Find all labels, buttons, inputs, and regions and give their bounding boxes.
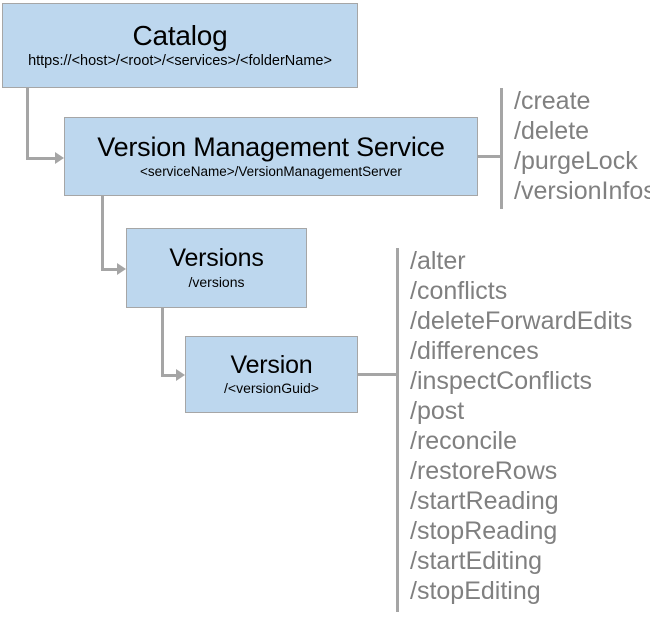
operation-item[interactable]: /create — [514, 87, 591, 115]
connector-segment-vertical — [26, 88, 29, 160]
arrowhead-icon — [55, 152, 64, 164]
node-version-management-service[interactable]: Version Management Service <serviceName>… — [64, 117, 478, 196]
arrowhead-icon — [176, 369, 185, 381]
operation-item[interactable]: /differences — [410, 337, 539, 365]
arrowhead-icon — [117, 263, 126, 275]
operations-bracket-line — [500, 88, 503, 209]
node-version-subtitle: /<versionGuid> — [224, 380, 319, 397]
node-versions-subtitle: /versions — [188, 273, 245, 290]
connector-segment-horizontal — [101, 268, 119, 271]
operation-item[interactable]: /stopEditing — [410, 577, 541, 605]
node-version[interactable]: Version /<versionGuid> — [185, 336, 358, 413]
connector-segment-vertical — [161, 308, 164, 377]
operation-item[interactable]: /startReading — [410, 487, 559, 515]
connector-segment-vertical — [101, 196, 104, 271]
node-version-management-service-subtitle: <serviceName>/VersionManagementServer — [140, 163, 402, 179]
operation-item[interactable]: /purgeLock — [514, 147, 638, 175]
operation-item[interactable]: /inspectConflicts — [410, 367, 593, 395]
operation-item[interactable]: /versionInfos — [514, 177, 650, 205]
operation-item[interactable]: /startEditing — [410, 547, 543, 575]
operations-list-version: /alter /conflicts /deleteForwardEdits /d… — [410, 246, 632, 606]
node-versions[interactable]: Versions /versions — [126, 228, 307, 308]
node-catalog-title: Catalog — [132, 20, 228, 52]
node-versions-title: Versions — [169, 244, 264, 273]
operation-item[interactable]: /stopReading — [410, 517, 558, 545]
connector-segment-horizontal — [161, 374, 178, 377]
operation-item[interactable]: /deleteForwardEdits — [410, 307, 633, 335]
operations-connector-stub-version — [357, 373, 398, 376]
connector-segment-horizontal — [26, 157, 57, 160]
operation-item[interactable]: /delete — [514, 117, 590, 145]
operations-list-version-management-service: /create /delete /purgeLock /versionInfos — [514, 86, 650, 206]
operation-item[interactable]: /alter — [410, 247, 466, 275]
operation-item[interactable]: /restoreRows — [410, 457, 558, 485]
node-version-management-service-title: Version Management Service — [97, 132, 445, 163]
operation-item[interactable]: /post — [410, 397, 465, 425]
node-catalog[interactable]: Catalog https://<host>/<root>/<services>… — [2, 3, 358, 88]
operation-item[interactable]: /reconcile — [410, 427, 517, 455]
operation-item[interactable]: /conflicts — [410, 277, 508, 305]
operations-connector-stub-version-management-service — [477, 155, 502, 158]
node-version-title: Version — [230, 350, 313, 379]
operations-bracket-line — [396, 248, 399, 612]
node-catalog-subtitle: https://<host>/<root>/<services>/<folder… — [28, 52, 332, 69]
